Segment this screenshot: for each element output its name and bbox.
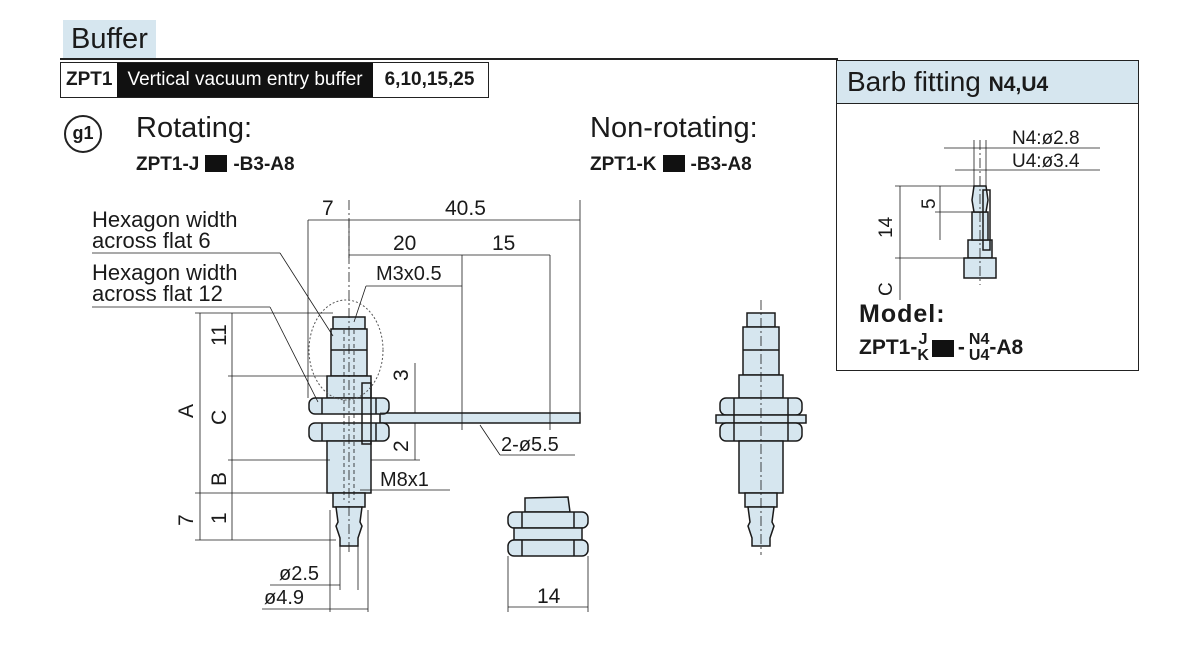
thread-bottom-label: M8x1	[380, 469, 429, 491]
dim-20: 20	[393, 232, 416, 255]
model-sizes: 6,10,15,25	[372, 63, 489, 97]
nut-upper	[507, 511, 589, 529]
model-description: Vertical vacuum entry buffer	[117, 63, 373, 97]
rotating-label: Rotating:	[136, 112, 253, 144]
callout-hex6-line1: Hexagon width	[92, 207, 238, 232]
barb-n4-dia: N4:ø2.8	[1012, 128, 1080, 149]
dim-dia-4-9: ø4.9	[264, 587, 304, 609]
option-n4: N4	[968, 331, 990, 348]
nut-detail-drawing	[507, 496, 589, 612]
nut-lower	[507, 539, 589, 557]
dim-7-top: 7	[322, 197, 334, 220]
dim-B: B	[208, 472, 231, 486]
dim-C: C	[208, 410, 231, 425]
callout-hex12-line2: across flat 12	[92, 281, 223, 306]
rotating-part-prefix: ZPT1-J	[136, 154, 200, 175]
dim-3: 3	[390, 369, 413, 381]
barb-dim-5: 5	[919, 198, 940, 209]
rod	[361, 382, 372, 445]
rotating-part-suffix: -B3-A8	[233, 154, 295, 175]
dim-7-side: 7	[175, 514, 198, 526]
spec-bar: ZPT1 Vertical vacuum entry buffer 6,10,1…	[60, 62, 490, 98]
option-j: J	[918, 331, 928, 348]
section-title: Buffer	[63, 20, 156, 58]
dim-2: 2	[390, 440, 413, 452]
barb-fitting-title: Barb fitting N4,U4	[837, 61, 1138, 104]
callout-hex6-line2: across flat 6	[92, 228, 211, 253]
nut-cap	[524, 496, 571, 513]
holes-label: 2-ø5.5	[501, 434, 559, 456]
nonrotating-label: Non-rotating:	[590, 112, 758, 144]
option-u4: U4	[968, 347, 990, 364]
barb-u4-dia: U4:ø3.4	[1012, 151, 1080, 172]
nonrotating-part-prefix: ZPT1-K	[590, 154, 657, 175]
dim-14: 14	[537, 585, 561, 608]
thread-top-label: M3x0.5	[376, 263, 442, 285]
header-rule	[60, 58, 838, 60]
model-code: ZPT1	[66, 69, 113, 90]
bracket-plate	[379, 412, 581, 424]
nut-mid	[513, 527, 583, 541]
nonrotating-part-suffix: -B3-A8	[690, 154, 752, 175]
barb-model-dash: -	[957, 336, 965, 359]
dim-1: 1	[208, 512, 231, 524]
barb-fitting-drawing	[895, 140, 1100, 300]
size-placeholder-box	[662, 155, 685, 172]
detail-circle	[308, 299, 384, 401]
barb-dim-C: C	[876, 282, 897, 296]
size-placeholder-box	[205, 155, 228, 172]
nr-barb-tip	[747, 506, 775, 547]
barb-title-text: Barb fitting	[847, 66, 981, 97]
callout-hex12-line1: Hexagon width	[92, 260, 238, 285]
barb-dim-14: 14	[876, 216, 897, 238]
nonrotating-part-number: ZPT1-K -B3-A8	[590, 154, 752, 176]
variant-badge: g1	[64, 115, 102, 153]
dim-dia-2-5: ø2.5	[279, 563, 319, 585]
rotating-part-number: ZPT1-J -B3-A8	[136, 154, 295, 176]
dim-15: 15	[492, 232, 515, 255]
barb-model-prefix: ZPT1-	[859, 336, 918, 359]
barb-fitting-panel: Barb fitting N4,U4	[836, 60, 1139, 371]
barb-sizes: N4,U4	[988, 73, 1049, 96]
barb-model-suffix: -A8	[989, 336, 1024, 359]
dim-A: A	[175, 404, 198, 418]
rotating-buffer-drawing	[92, 200, 581, 612]
option-k: K	[917, 347, 929, 364]
size-placeholder-box	[931, 339, 954, 357]
nonrotating-buffer-drawing	[715, 300, 807, 555]
dim-11: 11	[208, 324, 231, 346]
barb-model-label: Model:	[859, 300, 946, 328]
dim-40-5: 40.5	[445, 197, 486, 220]
